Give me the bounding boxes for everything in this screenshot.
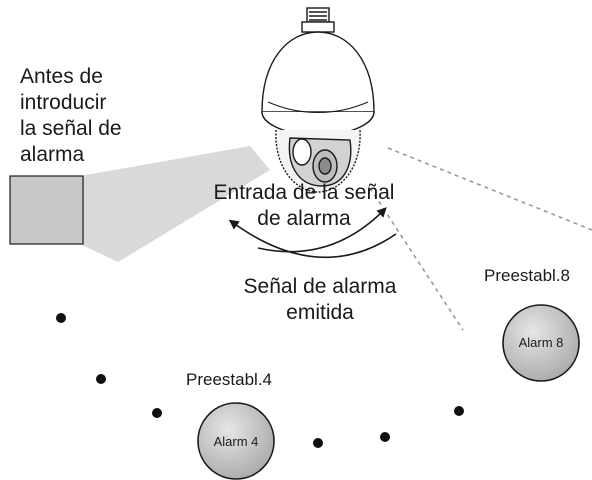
preset-dot <box>313 438 323 448</box>
preset8-label: Preestabl.8 <box>484 266 570 285</box>
input-signal-line-2: de alarma <box>257 207 351 230</box>
alarm8-label: Alarm 8 <box>518 335 564 350</box>
output-signal-line-2: emitida <box>286 301 354 324</box>
sightline-right <box>387 147 592 231</box>
preset4-label: Preestabl.4 <box>186 370 272 389</box>
before-alarm-line-3: la señal de <box>20 117 122 140</box>
alarm8-preset-circle <box>502 304 580 382</box>
alarm4-preset-circle <box>197 402 275 480</box>
before-alarm-line-2: introducir <box>20 91 107 114</box>
ptz-camera-icon <box>261 7 375 193</box>
preset-dot <box>152 408 162 418</box>
output-signal-label: Señal de alarma emitida <box>230 274 410 326</box>
preset-dot <box>380 432 390 442</box>
input-signal-label: Entrada de la señal de alarma <box>204 180 404 232</box>
before-alarm-line-1: Antes de <box>20 65 103 88</box>
preset-dot <box>454 406 464 416</box>
view-cone-shadow <box>80 146 270 262</box>
preset-dot <box>96 374 106 384</box>
input-signal-line-1: Entrada de la señal <box>213 181 395 204</box>
scene-box <box>9 175 84 245</box>
before-alarm-label: Antes de introducir la señal de alarma <box>20 64 122 168</box>
before-alarm-line-4: alarma <box>20 143 85 166</box>
input-signal-arrow <box>257 207 387 253</box>
output-signal-line-1: Señal de alarma <box>243 275 397 298</box>
preset-dot <box>56 313 66 323</box>
output-signal-arrow <box>228 219 397 259</box>
alarm4-label: Alarm 4 <box>213 434 259 449</box>
